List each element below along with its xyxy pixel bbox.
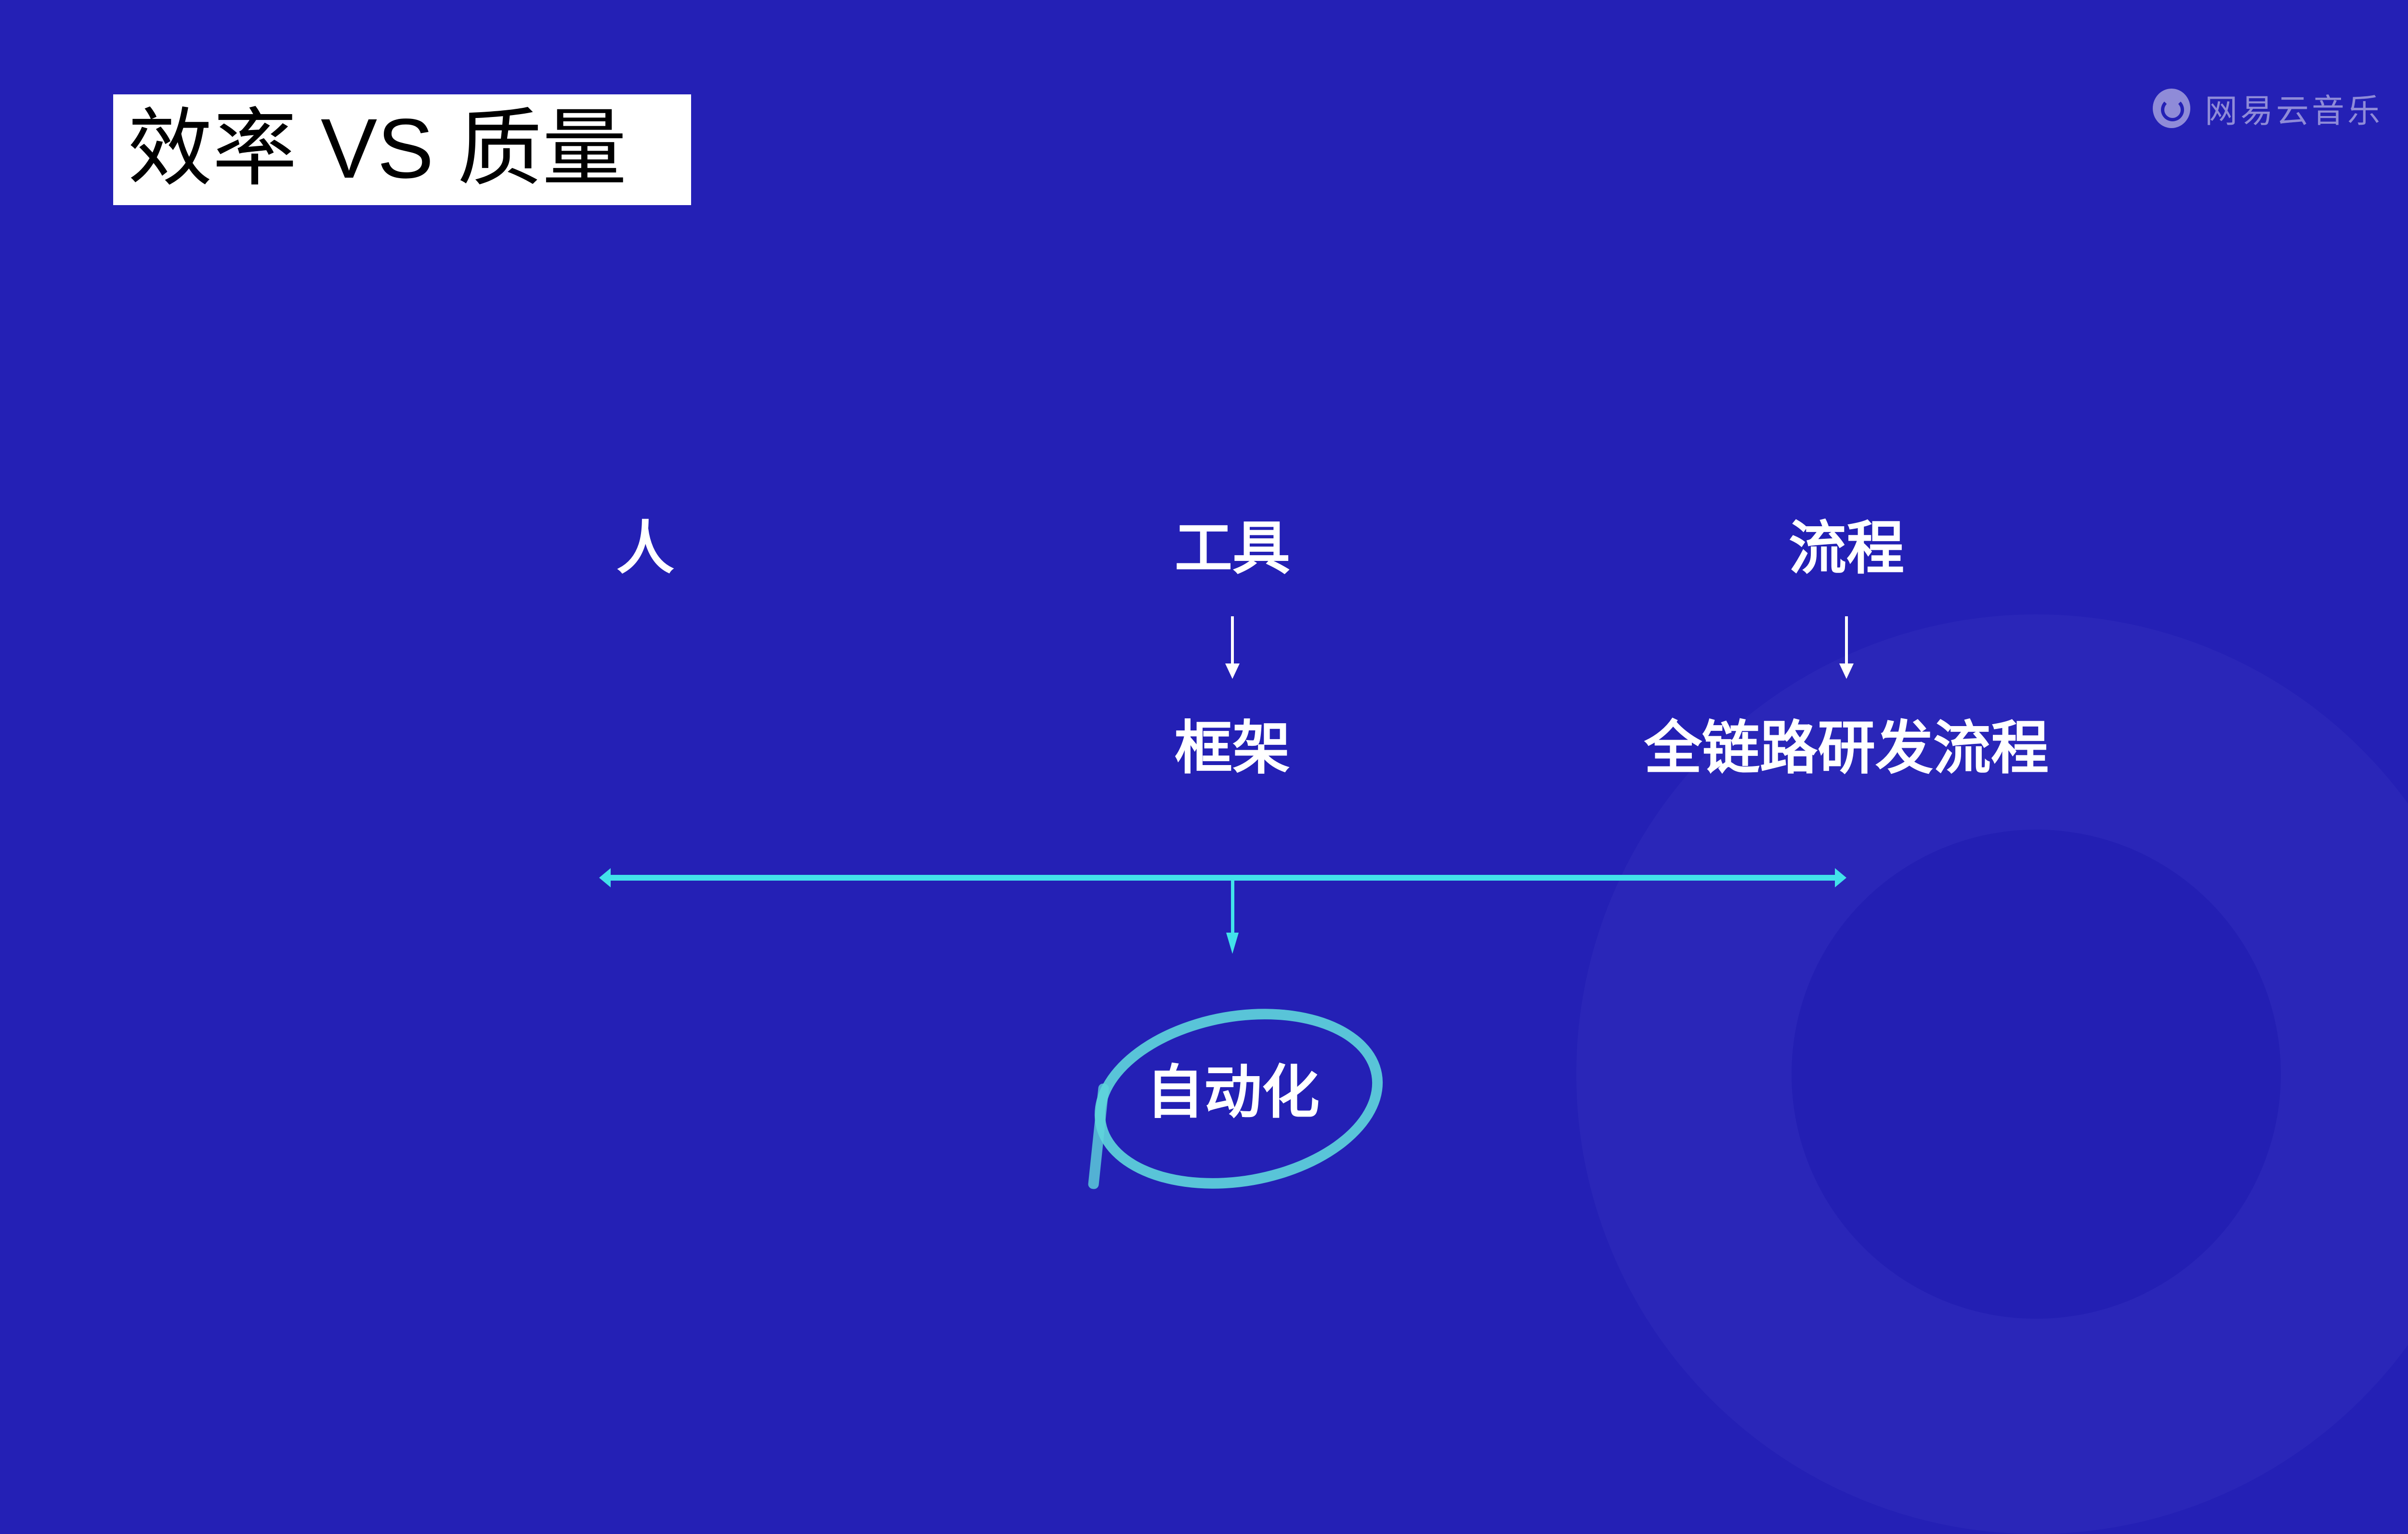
label-full-chain-process: 全链路研发流程 <box>1644 715 2049 782</box>
label-automation: 自动化 <box>1146 1059 1320 1126</box>
double-arrow-connector-icon <box>599 868 1846 887</box>
label-process: 流程 <box>1789 515 1904 582</box>
label-tools: 工具 <box>1175 515 1290 582</box>
down-arrow-icon <box>1225 616 1240 679</box>
title-box: 效率 VS 质量 <box>113 94 691 205</box>
cyan-down-arrow-icon <box>1226 881 1239 954</box>
decorative-inner-circle <box>1792 830 2281 1319</box>
netease-cloud-music-logo-icon <box>2153 88 2190 128</box>
label-people: 人 <box>616 515 674 582</box>
brand-logo: 网易云音乐 <box>2153 84 2383 132</box>
page-title: 效率 VS 质量 <box>128 102 627 196</box>
down-arrow-icon <box>1839 616 1854 679</box>
label-framework: 框架 <box>1175 715 1290 782</box>
brand-name: 网易云音乐 <box>2205 92 2383 130</box>
